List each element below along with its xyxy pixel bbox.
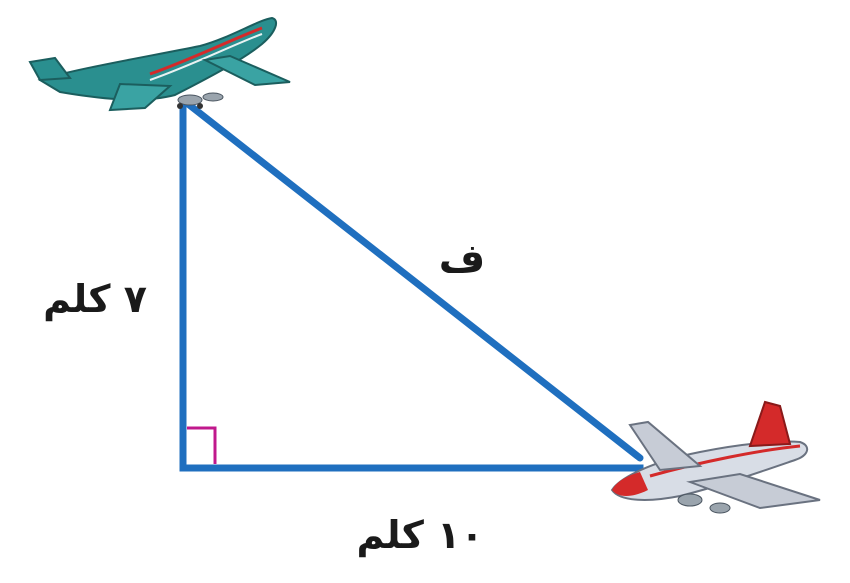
airplane-icon [610, 400, 821, 514]
vertical-side-label: ٧ كلم [43, 277, 147, 322]
right-angle-marker [187, 426, 217, 464]
hypotenuse [179, 96, 644, 462]
hypotenuse-label: ف [439, 236, 485, 282]
airplane-icon [28, 16, 291, 112]
horizontal-side-label: ١٠ كلم [356, 513, 483, 558]
